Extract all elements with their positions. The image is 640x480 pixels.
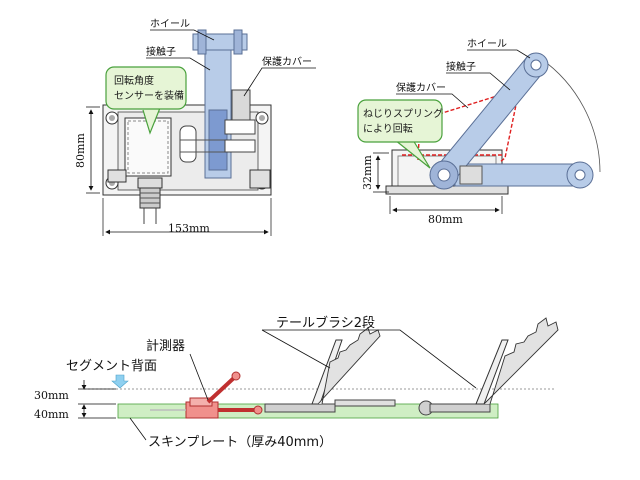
svg-text:計測器: 計測器: [146, 338, 185, 354]
meter-label: 計測器: [146, 338, 209, 401]
side-contact-label: 接触子: [446, 60, 511, 91]
front-protective-cover: [231, 89, 251, 121]
tail-brush-1: [264, 327, 396, 413]
front-wheel-label: ホイール: [150, 18, 215, 41]
plate-dim: 40mm: [34, 404, 116, 421]
svg-text:センサーを装備: センサーを装備: [114, 89, 184, 102]
svg-text:テールブラシ2段: テールブラシ2段: [276, 315, 375, 331]
svg-text:80mm: 80mm: [428, 213, 463, 226]
svg-text:セグメント背面: セグメント背面: [66, 359, 157, 374]
meter-device: [150, 371, 263, 419]
side-width-dim: 80mm: [389, 196, 503, 226]
svg-text:回転角度: 回転角度: [114, 74, 154, 87]
side-arm-angled: [429, 52, 549, 189]
segment-label: セグメント背面: [66, 359, 157, 389]
side-wheel-label: ホイール: [467, 38, 531, 59]
svg-text:ねじりスプリング: ねじりスプリング: [363, 107, 443, 120]
svg-text:30mm: 30mm: [34, 389, 69, 402]
svg-text:スキンプレート（厚み40mm）: スキンプレート（厚み40mm）: [148, 435, 332, 450]
sensor-callout: 回転角度 センサーを装備: [105, 66, 187, 135]
front-width-dim: 153mm: [102, 198, 272, 236]
svg-text:保護カバー: 保護カバー: [262, 55, 312, 68]
svg-text:32mm: 32mm: [361, 155, 374, 190]
tail-brush-label: テールブラシ2段: [261, 315, 477, 389]
svg-text:接触子: 接触子: [446, 60, 476, 73]
front-view: ホイール 接触子 保護カバー 回転角度 センサーを装備 80mm 153: [74, 18, 316, 236]
front-contact-arm: [204, 47, 232, 179]
svg-text:40mm: 40mm: [34, 408, 69, 421]
front-height-dim: 80mm: [74, 106, 100, 194]
gap-dim: 30mm: [34, 380, 116, 405]
side-view: ホイール 接触子 保護カバー ねじりスプリング により回転 32mm 8: [357, 38, 601, 226]
front-contact-label: 接触子: [146, 45, 211, 71]
skin-plate-label: スキンプレート（厚み40mm）: [129, 417, 332, 450]
svg-text:接触子: 接触子: [146, 45, 176, 58]
spring-callout: ねじりスプリング により回転: [357, 99, 443, 169]
svg-text:153mm: 153mm: [168, 222, 210, 235]
svg-text:ホイール: ホイール: [150, 18, 190, 30]
tail-brush-2: [418, 317, 559, 416]
pivot-spring: [429, 160, 483, 190]
front-cover-label: 保護カバー: [243, 55, 316, 97]
installation-view: テールブラシ2段 計測器 セグメント背面 30mm: [34, 315, 559, 450]
svg-text:ホイール: ホイール: [467, 38, 507, 50]
front-wheel: [192, 29, 248, 55]
svg-text:により回転: により回転: [363, 123, 413, 135]
side-height-dim: 32mm: [361, 152, 389, 193]
side-arm-horizontal: [454, 161, 594, 189]
svg-text:80mm: 80mm: [74, 133, 87, 168]
rotation-arc: [539, 57, 601, 173]
svg-text:保護カバー: 保護カバー: [396, 81, 446, 94]
cable-gland: [137, 177, 163, 224]
side-cover-label: 保護カバー: [396, 81, 469, 109]
segment-arrow-icon: [111, 374, 129, 389]
